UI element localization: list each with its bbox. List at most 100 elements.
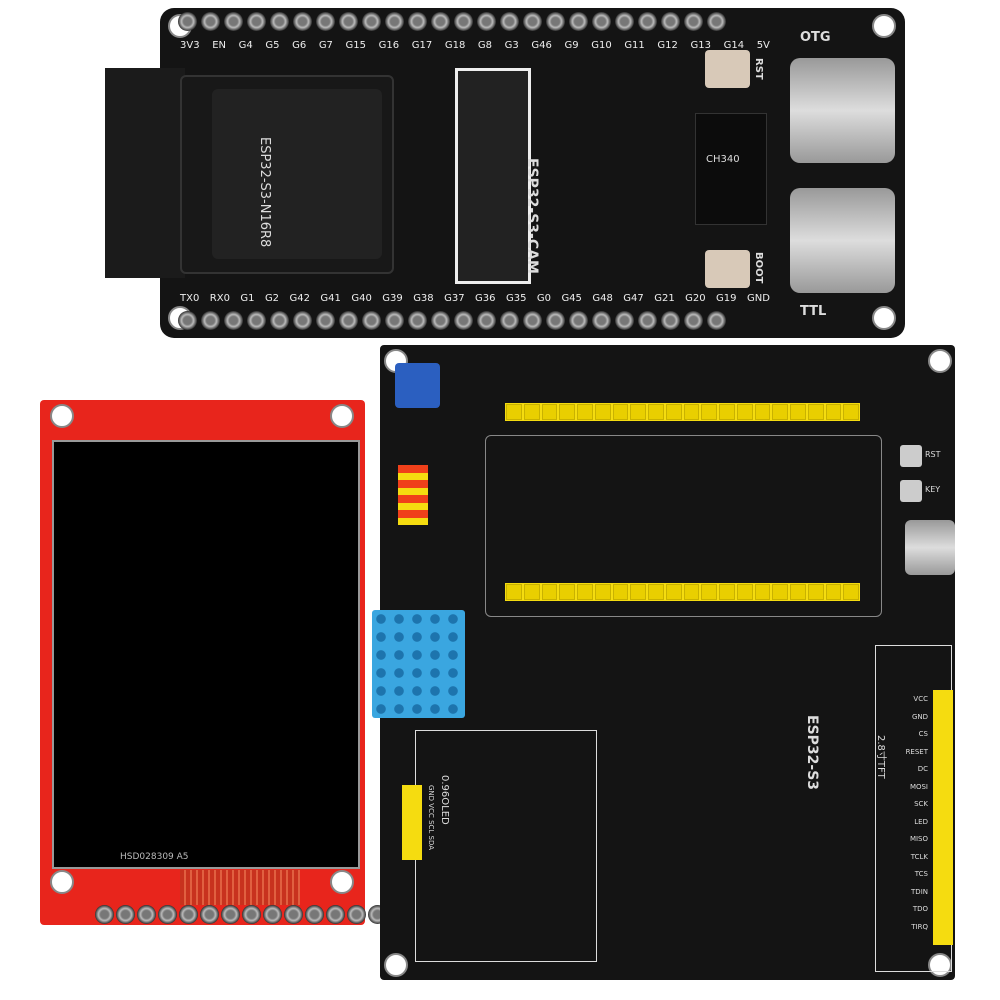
key-label: KEY xyxy=(925,485,941,494)
pin-label: G0 xyxy=(536,293,551,304)
rst-button[interactable] xyxy=(705,50,750,88)
header-pin xyxy=(454,12,473,31)
header-pin xyxy=(247,311,266,330)
header-pin xyxy=(408,311,427,330)
pin-label: G18 xyxy=(444,40,466,51)
header-socket xyxy=(719,404,735,420)
header-socket xyxy=(790,404,806,420)
header-socket xyxy=(683,584,700,600)
header-socket xyxy=(701,584,717,600)
tft-pin-label: TCLK xyxy=(910,852,928,861)
header-socket xyxy=(594,584,611,600)
boot-button[interactable] xyxy=(705,250,750,288)
header-socket xyxy=(523,404,540,420)
tft-pin-label: DC xyxy=(917,765,928,773)
pin-label: G13 xyxy=(690,40,711,51)
header-pin xyxy=(362,311,381,330)
header-pin xyxy=(523,311,542,330)
header-pin xyxy=(661,311,680,330)
usb-chip: CH340 xyxy=(695,113,767,225)
header-pin xyxy=(224,12,243,31)
header-pin xyxy=(339,12,358,31)
tft-model-label: HSD028309 A5 xyxy=(120,852,189,862)
header-pin xyxy=(385,311,404,330)
header-socket xyxy=(577,584,593,600)
tft-pin-label: RESET xyxy=(905,747,928,756)
tft-header xyxy=(933,690,953,945)
pin-label: GND xyxy=(746,293,770,304)
header-pin xyxy=(326,905,345,924)
pin-label: G5 xyxy=(265,40,280,51)
header-pin xyxy=(408,12,427,31)
header-socket xyxy=(683,404,700,420)
header-pin xyxy=(638,12,657,31)
header-socket xyxy=(701,404,717,420)
header-pin xyxy=(221,905,240,924)
header-socket xyxy=(807,404,824,420)
oled-header xyxy=(402,785,422,860)
header-pin xyxy=(477,12,496,31)
header-pin xyxy=(707,12,726,31)
pin-label: G11 xyxy=(624,40,645,51)
oled-outline xyxy=(415,730,597,962)
header-pin xyxy=(137,905,156,924)
header-pin xyxy=(569,311,588,330)
header-socket xyxy=(772,404,788,420)
header-pin xyxy=(638,311,657,330)
board-name: ESP32-S3-CAM xyxy=(524,158,540,274)
potentiometer[interactable] xyxy=(395,363,440,408)
pin-label: G8 xyxy=(477,40,493,51)
header-socket xyxy=(506,404,522,420)
header-pin xyxy=(116,905,135,924)
tft-screen xyxy=(52,440,360,869)
header-pin xyxy=(500,12,519,31)
rst-label: RST xyxy=(925,450,941,459)
header-pin xyxy=(293,311,312,330)
header-pin xyxy=(546,311,565,330)
header-socket xyxy=(807,584,824,600)
header-pin xyxy=(362,12,381,31)
usb-c-port-ttl[interactable] xyxy=(790,188,895,293)
chip-text: CH340 xyxy=(706,154,740,165)
pin-label: G10 xyxy=(591,40,612,51)
pin-label: TX0 xyxy=(180,293,200,304)
header-pin xyxy=(339,311,358,330)
header-pin xyxy=(95,905,114,924)
base-title: ESP32-S3 xyxy=(804,715,820,791)
oled-pins-label: GND VCC SCL SDA xyxy=(427,785,435,851)
pin-label: G2 xyxy=(264,293,280,304)
header-pin xyxy=(477,311,496,330)
header-pin xyxy=(316,12,335,31)
header-socket xyxy=(736,404,753,420)
pin-label: G7 xyxy=(318,40,333,51)
dht-sensor xyxy=(372,610,465,718)
tft-pin-label: MOSI xyxy=(909,782,928,791)
rst-button[interactable] xyxy=(900,445,922,467)
header-socket xyxy=(843,584,859,600)
pin-label: G35 xyxy=(505,293,527,304)
header-pin xyxy=(707,311,726,330)
header-pin xyxy=(284,905,303,924)
header-pin xyxy=(178,12,197,31)
header-pin xyxy=(293,12,312,31)
tft-display-board: HSD028309 A5 xyxy=(40,400,387,925)
mount-hole xyxy=(872,14,896,38)
header-top xyxy=(505,403,860,421)
pin-label: 3V3 xyxy=(180,40,200,51)
header-pin xyxy=(385,12,404,31)
header-socket xyxy=(790,584,806,600)
pin-label: G3 xyxy=(504,40,519,51)
pin-label: G46 xyxy=(531,40,552,51)
pin-label: G47 xyxy=(623,293,644,304)
usb-c-port-otg[interactable] xyxy=(790,58,895,163)
header-pin xyxy=(592,12,611,31)
header-pin xyxy=(201,12,220,31)
key-button[interactable] xyxy=(900,480,922,502)
pin-label: 5V xyxy=(756,40,770,51)
header-pin xyxy=(615,12,634,31)
header-socket xyxy=(843,404,859,420)
header-pin xyxy=(178,311,197,330)
usb-c-port[interactable] xyxy=(905,520,955,575)
pin-label: G41 xyxy=(320,293,341,304)
header-pin xyxy=(569,12,588,31)
